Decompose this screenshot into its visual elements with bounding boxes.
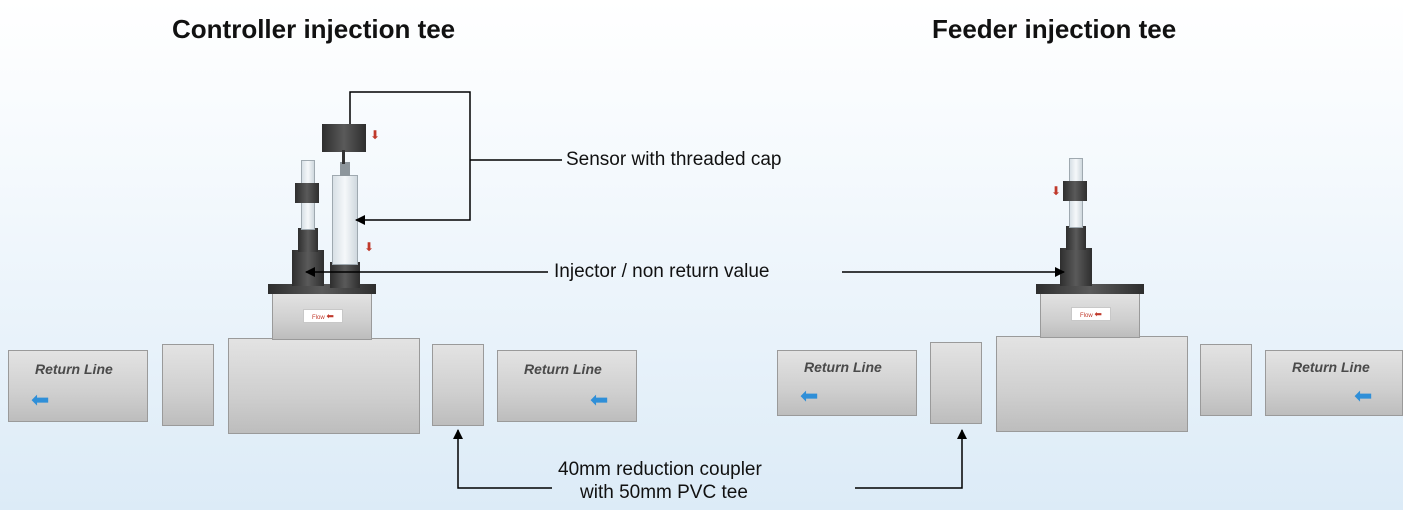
injector-body <box>1060 248 1092 286</box>
red-down-arrow-icon: ⬇ <box>370 128 381 142</box>
controller-title: Controller injection tee <box>172 14 456 44</box>
blue-left-arrow-icon: ⬅ <box>800 383 819 408</box>
injector-neck <box>298 228 318 252</box>
flow-label: Flow <box>1080 313 1093 319</box>
reduction-coupler-left <box>930 342 982 424</box>
pvc-tee-body <box>996 336 1188 432</box>
blue-left-arrow-icon: ⬅ <box>590 387 609 412</box>
sensor-collar <box>330 262 360 288</box>
return-line-pipe-left: Return Line ⬅ <box>8 350 148 422</box>
reduction-coupler-right <box>432 344 484 426</box>
sensor-body <box>332 175 358 265</box>
return-line-pipe-left: Return Line ⬅ <box>777 350 917 416</box>
blue-left-arrow-icon: ⬅ <box>1354 383 1373 408</box>
tee-branch: Flow ⬅ <box>272 292 372 340</box>
injector-nut <box>295 183 319 203</box>
red-down-arrow-icon: ⬇ <box>364 240 375 254</box>
sensor-cable <box>342 150 345 164</box>
injector-nut <box>1063 181 1087 201</box>
sensor-tip <box>340 162 350 176</box>
reduction-coupler-right <box>1200 344 1252 416</box>
return-line-label: Return Line <box>804 359 882 375</box>
return-line-label: Return Line <box>1292 359 1370 375</box>
feeder-title: Feeder injection tee <box>932 14 1177 44</box>
adapter-base <box>268 284 376 294</box>
sensor-threaded-cap <box>322 124 366 152</box>
flow-marker: Flow ⬅ <box>1071 307 1111 321</box>
sensor-callout-line <box>349 91 471 225</box>
return-line-pipe-right: Return Line ⬅ <box>1265 350 1403 416</box>
coupler-callout-text-line2: with 50mm PVC tee <box>580 482 748 503</box>
injector-callout-text: Injector / non return value <box>554 261 770 282</box>
red-down-arrow-icon: ⬇ <box>1051 184 1062 198</box>
return-line-pipe-right: Return Line ⬅ <box>497 350 637 422</box>
coupler-callout-line-left <box>453 429 552 489</box>
return-line-label: Return Line <box>524 361 602 377</box>
flow-label: Flow <box>312 315 325 321</box>
adapter-base <box>1036 284 1144 294</box>
reduction-coupler-left <box>162 344 214 426</box>
blue-left-arrow-icon: ⬅ <box>31 387 50 412</box>
coupler-callout-line-right <box>855 429 967 489</box>
injector-neck <box>1066 226 1086 250</box>
tee-branch: Flow ⬅ <box>1040 292 1140 338</box>
flow-marker: Flow ⬅ <box>303 309 343 323</box>
sensor-callout-text: Sensor with threaded cap <box>566 149 782 170</box>
coupler-callout-text-line1: 40mm reduction coupler <box>558 459 762 480</box>
pvc-tee-body <box>228 338 420 434</box>
return-line-label: Return Line <box>35 361 113 377</box>
